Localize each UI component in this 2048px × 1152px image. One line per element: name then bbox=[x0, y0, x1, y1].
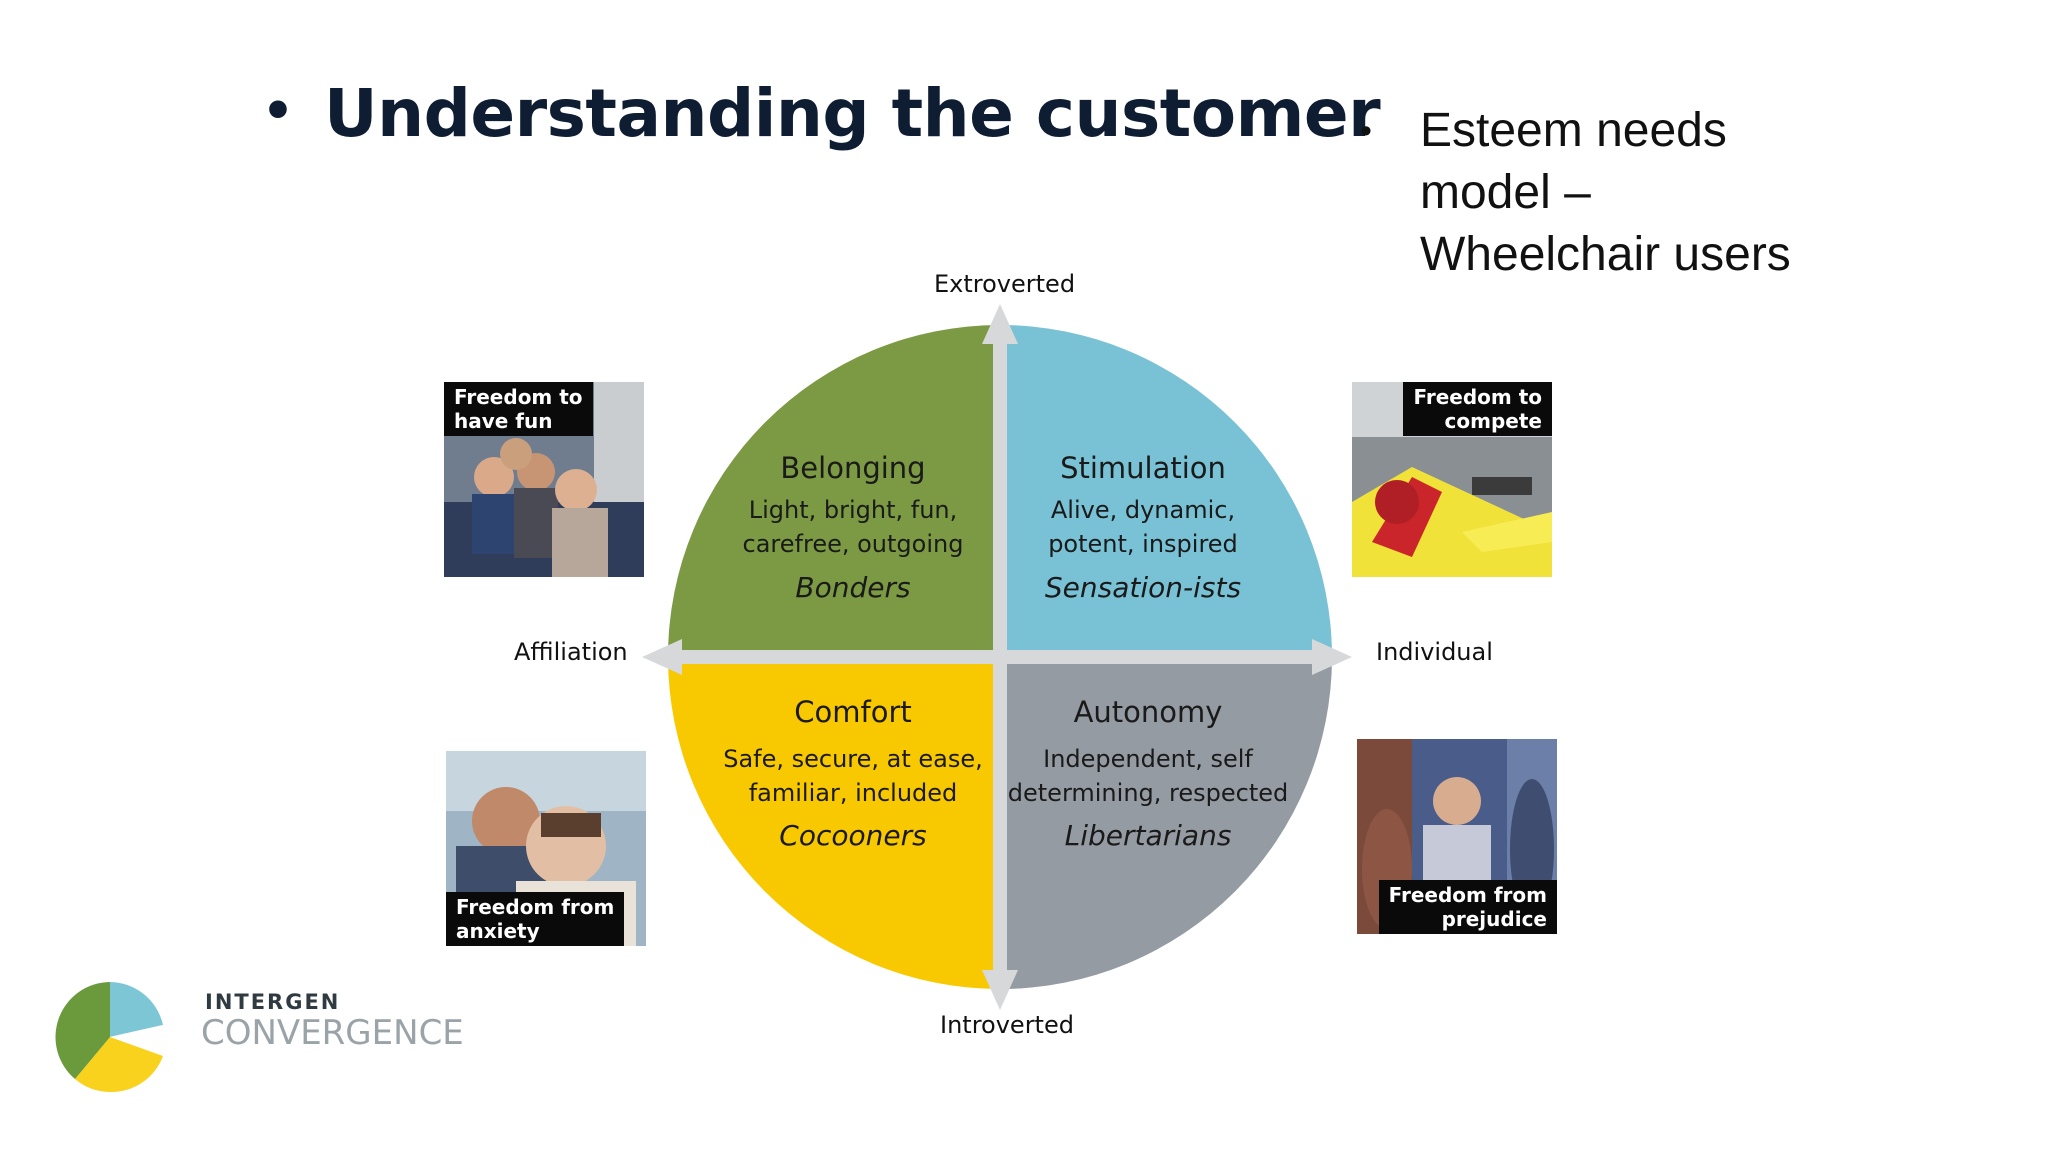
intergen-logo: INTERGEN CONVERGENCE bbox=[55, 980, 464, 1100]
stimulation-line-2: potent, inspired bbox=[1048, 530, 1238, 558]
caption-fun-line-1: Freedom to bbox=[454, 385, 583, 409]
belonging-line-1: Light, bright, fun, bbox=[749, 496, 958, 524]
caption-prejudice: Freedom from prejudice bbox=[1378, 880, 1557, 934]
caption-compete-line-2: compete bbox=[1444, 409, 1542, 433]
logo-text-intergen: INTERGEN bbox=[205, 990, 341, 1014]
stimulation-tag: Sensation-ists bbox=[1045, 571, 1241, 604]
autonomy-title: Autonomy bbox=[1074, 695, 1223, 729]
axis-label-top: Extroverted bbox=[934, 270, 1076, 298]
arrow-up bbox=[982, 304, 1018, 344]
autonomy-line-1: Independent, self bbox=[1043, 745, 1253, 773]
comfort-title: Comfort bbox=[794, 695, 912, 729]
logo-mark-icon bbox=[55, 982, 165, 1093]
caption-fun: Freedom to have fun bbox=[444, 382, 593, 436]
comfort-tag: Cocooners bbox=[779, 819, 926, 852]
page-title: •Understanding the customer bbox=[262, 75, 1381, 152]
side-note-line-1: Esteem needs bbox=[1420, 104, 1727, 157]
side-note-line-2: model – bbox=[1420, 166, 1591, 219]
side-note-bullet: • bbox=[1360, 112, 1372, 150]
arrow-right bbox=[1312, 639, 1352, 675]
photo-freedom-from-anxiety: Freedom from anxiety bbox=[446, 751, 646, 946]
belonging-title: Belonging bbox=[780, 451, 925, 485]
caption-compete: Freedom to compete bbox=[1403, 382, 1552, 436]
quadrant-stimulation bbox=[1000, 325, 1332, 657]
caption-prejudice-line-2: prejudice bbox=[1441, 907, 1547, 931]
quadrant-comfort bbox=[668, 657, 1000, 989]
axis-label-left: Affiliation bbox=[514, 638, 628, 666]
caption-prejudice-line-1: Freedom from bbox=[1388, 883, 1547, 907]
logo-text-convergence: CONVERGENCE bbox=[201, 1013, 464, 1053]
arrow-down bbox=[982, 970, 1018, 1010]
belonging-line-2: carefree, outgoing bbox=[743, 530, 964, 558]
caption-anxiety-line-2: anxiety bbox=[456, 919, 540, 943]
photo-freedom-from-prejudice: Freedom from prejudice bbox=[1357, 739, 1557, 934]
caption-anxiety: Freedom from anxiety bbox=[446, 892, 625, 946]
quadrant-autonomy bbox=[1000, 657, 1332, 989]
horizontal-axis bbox=[670, 650, 1330, 664]
title-text: Understanding the customer bbox=[324, 75, 1381, 152]
axis-label-right: Individual bbox=[1376, 638, 1493, 666]
caption-anxiety-line-1: Freedom from bbox=[456, 895, 615, 919]
title-bullet: • bbox=[262, 82, 294, 140]
caption-compete-line-1: Freedom to bbox=[1413, 385, 1542, 409]
autonomy-tag: Libertarians bbox=[1065, 819, 1232, 852]
comfort-line-1: Safe, secure, at ease, bbox=[723, 745, 983, 773]
photo-freedom-to-have-fun: Freedom to have fun bbox=[444, 382, 644, 577]
belonging-tag: Bonders bbox=[795, 571, 910, 604]
comfort-line-2: familiar, included bbox=[749, 779, 958, 807]
side-note-line-3: Wheelchair users bbox=[1420, 228, 1791, 281]
stimulation-title: Stimulation bbox=[1060, 451, 1226, 485]
axis-label-bottom: Introverted bbox=[940, 1011, 1074, 1039]
quadrant-belonging bbox=[668, 325, 1000, 657]
photo-freedom-to-compete: Freedom to compete bbox=[1352, 382, 1552, 577]
autonomy-line-2: determining, respected bbox=[1008, 779, 1288, 807]
arrow-left bbox=[642, 639, 682, 675]
stimulation-line-1: Alive, dynamic, bbox=[1051, 496, 1235, 524]
caption-fun-line-2: have fun bbox=[454, 409, 553, 433]
race-car-image bbox=[1352, 382, 1552, 577]
